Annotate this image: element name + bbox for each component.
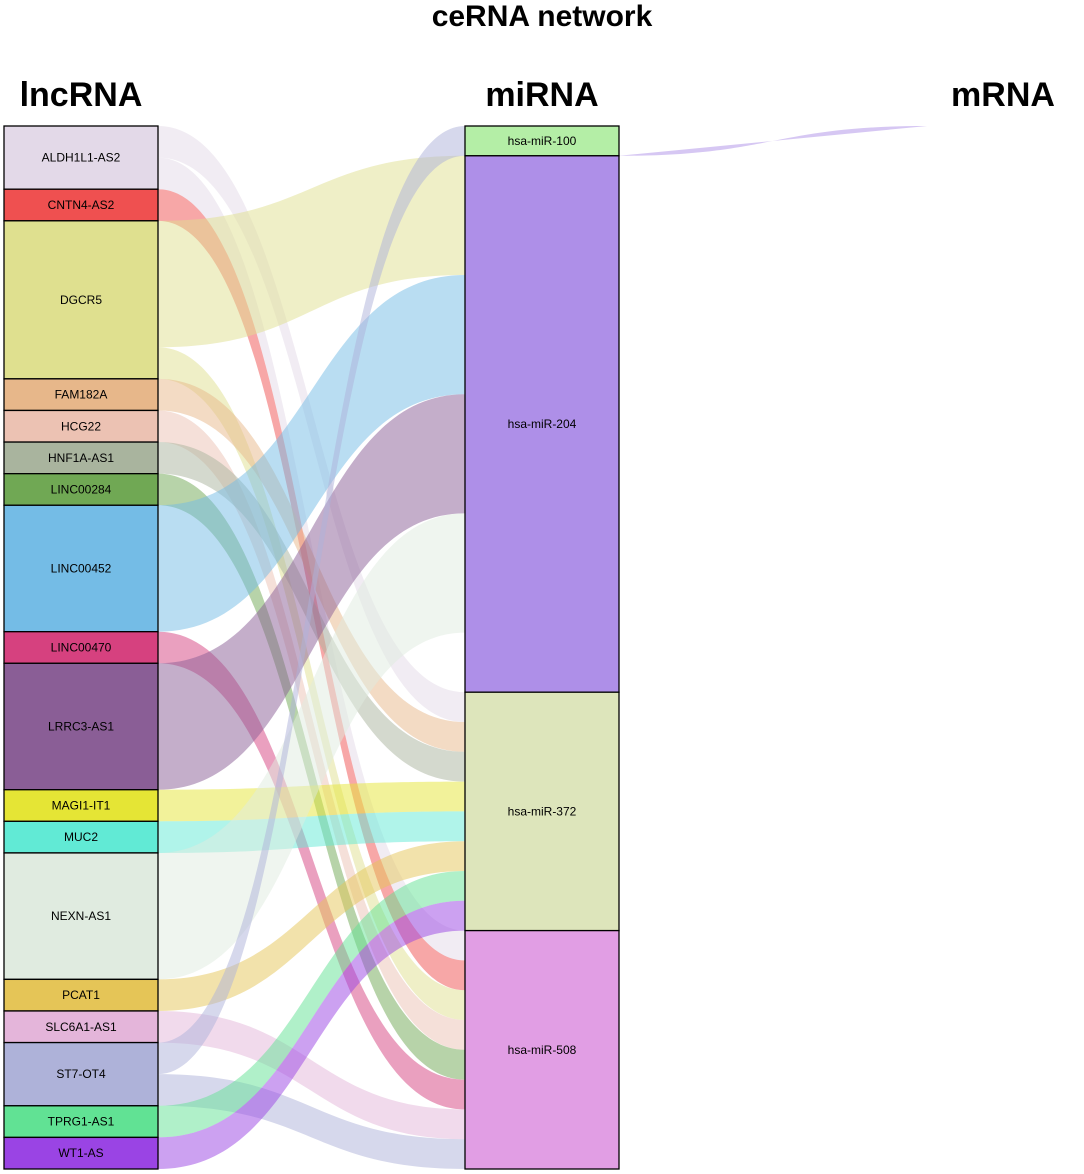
node-TPRG1-AS1[interactable]: [3, 1105, 159, 1139]
node-label-hsa-miR-204: hsa-miR-204: [508, 417, 577, 431]
node-label-DGCR5: DGCR5: [60, 293, 102, 307]
node-hsa-miR-100[interactable]: [464, 125, 620, 157]
node-label-MUC2: MUC2: [64, 830, 98, 844]
link-TPRG1-AS1-hsa-miR-372: [158, 871, 465, 1138]
column-header-mirna: miRNA: [485, 76, 598, 114]
node-ALDH1L1-AS2[interactable]: [3, 125, 159, 190]
node-label-HAS2: HAS2: [988, 0, 1020, 3]
node-label-ST7-OT4: ST7-OT4: [56, 1067, 106, 1081]
link-hsa-miR-204-CHST4: [619, 126, 927, 156]
node-label-LRRC3-AS1: LRRC3-AS1: [48, 720, 114, 734]
node-label-hsa-miR-372: hsa-miR-372: [508, 804, 577, 818]
node-label-HNF1A-AS1: HNF1A-AS1: [48, 451, 114, 465]
node-label-OXGR1: OXGR1: [983, 0, 1025, 3]
node-HNF1A-AS1[interactable]: [3, 441, 159, 475]
node-PCAT1[interactable]: [3, 978, 159, 1012]
node-HCG22[interactable]: [3, 409, 159, 443]
node-FAM182A[interactable]: [3, 378, 159, 412]
node-WT1-AS[interactable]: [3, 1136, 159, 1170]
node-label-PCAT1: PCAT1: [62, 988, 100, 1002]
chart-title: ceRNA network: [432, 0, 653, 33]
node-MAGI1-IT1[interactable]: [3, 789, 159, 822]
column-header-mrna: mRNA: [951, 76, 1055, 114]
node-hsa-miR-508[interactable]: [464, 929, 620, 1170]
node-label-CHST4: CHST4: [984, 0, 1024, 3]
column-header-lncrna: lncRNA: [20, 76, 143, 114]
node-label-SLC6A1-AS1: SLC6A1-AS1: [45, 1020, 117, 1034]
node-label-ZYG11A: ZYG11A: [981, 0, 1026, 3]
node-label-HCAR2: HCAR2: [984, 0, 1025, 3]
node-SLC6A1-AS1[interactable]: [3, 1010, 159, 1044]
node-label-SORBS2: SORBS2: [980, 0, 1029, 3]
node-label-LINC00452: LINC00452: [51, 561, 112, 575]
node-label-PSAT1: PSAT1: [985, 0, 1022, 3]
link-SLC6A1-AS1-hsa-miR-508: [158, 1010, 465, 1140]
link-NEXN-AS1-hsa-miR-204: [158, 513, 465, 980]
node-label-NFASC: NFASC: [984, 0, 1024, 3]
node-label-PRLR: PRLR: [988, 0, 1020, 3]
node-label-hsa-miR-100: hsa-miR-100: [508, 134, 577, 148]
node-label-hsa-miR-508: hsa-miR-508: [508, 1043, 577, 1057]
node-LINC00470[interactable]: [3, 631, 159, 664]
node-label-NEXN-AS1: NEXN-AS1: [51, 909, 111, 923]
link-ST7-OT4-hsa-miR-100: [158, 126, 465, 1075]
node-label-WT1-AS: WT1-AS: [58, 1146, 103, 1160]
node-DGCR5[interactable]: [3, 220, 159, 380]
node-label-FAM182A: FAM182A: [55, 388, 108, 402]
node-hsa-miR-372[interactable]: [464, 691, 620, 932]
node-label-LINC00470: LINC00470: [51, 641, 112, 655]
link-LINC00452-hsa-miR-204: [158, 275, 465, 632]
node-LINC00452[interactable]: [3, 504, 159, 633]
node-label-CNTN4-AS2: CNTN4-AS2: [48, 198, 115, 212]
node-ST7-OT4[interactable]: [3, 1041, 159, 1107]
link-DGCR5-hsa-miR-204: [158, 155, 465, 348]
node-label-HOXC8: HOXC8: [983, 0, 1025, 3]
link-LINC00470-hsa-miR-508: [158, 631, 465, 1110]
links-layer: [158, 126, 927, 1169]
node-label-NTRK2: NTRK2: [984, 0, 1024, 3]
node-MUC2[interactable]: [3, 820, 159, 854]
link-WT1-AS-hsa-miR-372: [158, 900, 465, 1169]
node-label-LINC00284: LINC00284: [51, 482, 112, 496]
node-NEXN-AS1[interactable]: [3, 852, 159, 981]
node-label-ZCCHC24: ZCCHC24: [976, 0, 1032, 3]
node-label-HCG22: HCG22: [61, 419, 101, 433]
node-LRRC3-AS1[interactable]: [3, 662, 159, 791]
node-label-ALDH1L1-AS2: ALDH1L1-AS2: [42, 151, 121, 165]
node-label-TPRG1-AS1: TPRG1-AS1: [48, 1115, 115, 1129]
node-label-MAGI1-IT1: MAGI1-IT1: [52, 799, 111, 813]
node-label-FAXC: FAXC: [988, 0, 1020, 3]
node-hsa-miR-204[interactable]: [464, 155, 620, 693]
